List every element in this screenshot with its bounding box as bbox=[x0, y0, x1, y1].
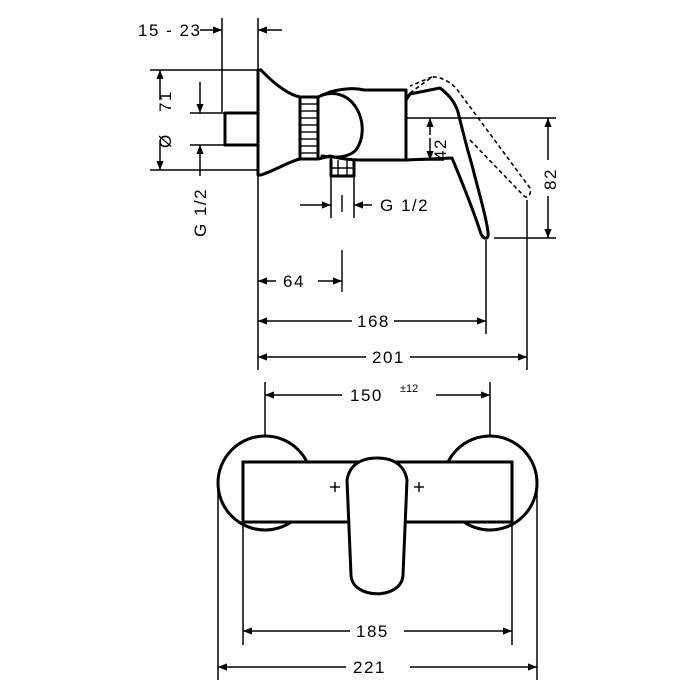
side-view bbox=[223, 68, 532, 292]
dim-label-inlet: G 1/2 bbox=[191, 188, 210, 237]
side-view-dimensions: 15 - 23 Ø 71 G 1/2 G 1/2 42 82 bbox=[138, 18, 560, 370]
lever-raised-dashed bbox=[409, 76, 532, 198]
dim-label-offset: 15 - 23 bbox=[138, 21, 201, 40]
wall-flange bbox=[256, 68, 302, 177]
dim-label-82: 82 bbox=[541, 168, 560, 190]
dim-label-outlet: G 1/2 bbox=[380, 196, 429, 215]
dim-label-150-tolerance: ±12 bbox=[400, 383, 418, 395]
lever-handle-front bbox=[345, 456, 409, 596]
dim-label-168: 168 bbox=[357, 312, 390, 331]
dim-label-42: 42 bbox=[431, 138, 450, 160]
dim-label-flange: 71 bbox=[156, 90, 175, 112]
dim-label-flange-symbol: Ø bbox=[156, 133, 175, 148]
front-view-dimensions: 150 ±12 185 221 bbox=[217, 382, 538, 680]
dim-label-64: 64 bbox=[283, 272, 305, 291]
inlet-connector bbox=[223, 111, 260, 147]
dim-label-201: 201 bbox=[372, 348, 405, 367]
dim-label-150: 150 bbox=[350, 386, 383, 405]
lever-handle bbox=[404, 86, 490, 240]
body-dome bbox=[320, 92, 364, 159]
dim-label-221: 221 bbox=[353, 658, 386, 677]
front-view bbox=[216, 434, 539, 596]
knurl-marks bbox=[301, 103, 317, 154]
dim-label-185: 185 bbox=[356, 622, 389, 641]
knurled-nut bbox=[298, 95, 320, 161]
